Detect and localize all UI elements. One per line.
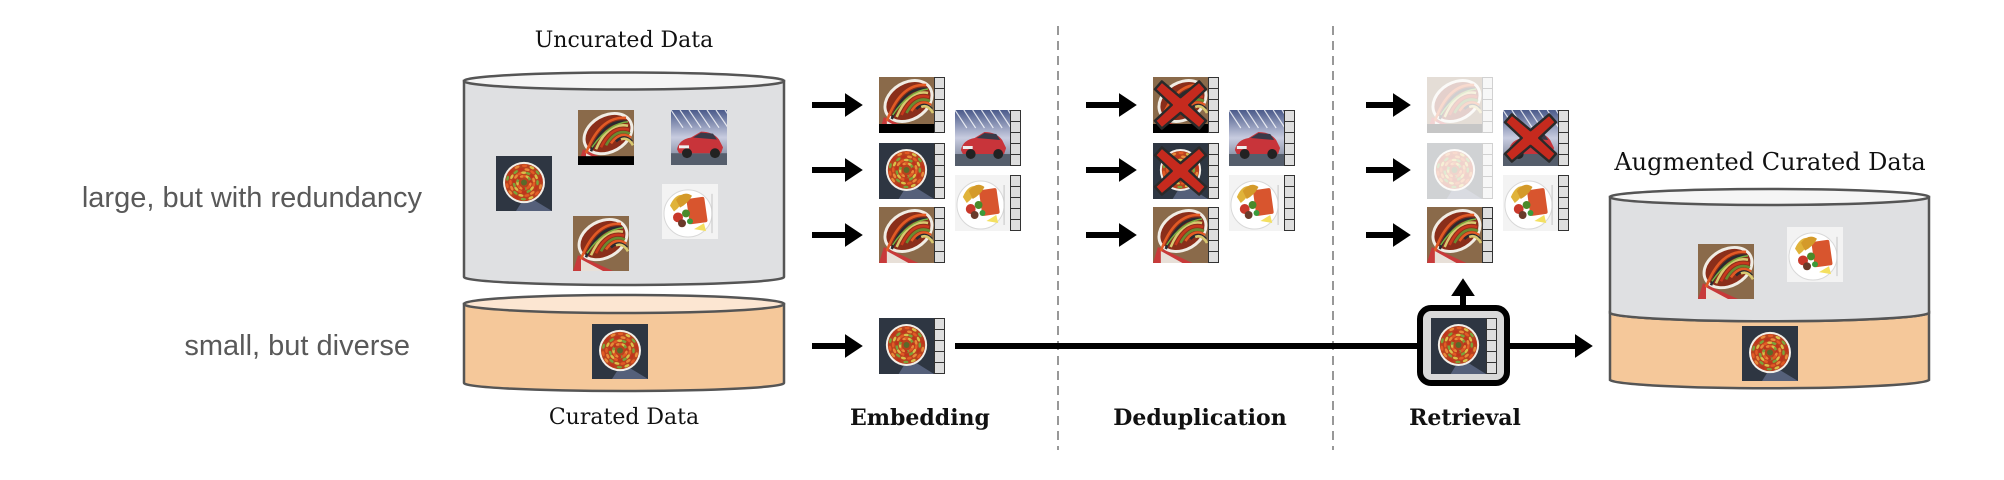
red-x-icon [1153, 80, 1208, 130]
augmented-curated-data-label: Augmented Curated Data [1614, 148, 1926, 176]
ratatouille-round-pie-image [592, 324, 648, 379]
embedding-card [879, 207, 945, 263]
red-x-icon [1153, 146, 1208, 196]
red-x-icon [1503, 113, 1558, 163]
embedding-vector-strip [1010, 110, 1021, 166]
row-label-curated: small, but diverse [184, 330, 410, 362]
embedding-card [1427, 143, 1493, 199]
embedding-card [879, 77, 945, 133]
ratatouille-oval-dish-image [1427, 207, 1482, 263]
embedding-card [1153, 143, 1219, 199]
car-image [1229, 110, 1284, 166]
car-image [671, 110, 727, 165]
embedding-vector-strip [1284, 110, 1295, 166]
embedding-card [879, 318, 945, 374]
embedding-vector-strip [1558, 175, 1569, 231]
embedding-vector-strip [1208, 207, 1219, 263]
embedding-card [879, 143, 945, 199]
embedding-vector-strip [1482, 77, 1493, 133]
ratatouille-oval-dish-image [1427, 77, 1482, 133]
ratatouille-oval-dish-image [879, 77, 934, 133]
car-image [955, 110, 1010, 166]
ratatouille-round-pie-image [1742, 326, 1798, 381]
embedding-card [1431, 318, 1497, 374]
embedding-card [1503, 175, 1569, 231]
food-plate-image [1503, 175, 1558, 231]
embedding-vector-strip [1482, 143, 1493, 199]
embedding-card [1503, 110, 1569, 166]
embedding-vector-strip [934, 77, 945, 133]
ratatouille-oval-dish-image [1153, 207, 1208, 263]
stage-label-deduplication: Deduplication [1113, 405, 1287, 431]
stage-label-embedding: Embedding [850, 405, 990, 431]
ratatouille-round-pie-image [1427, 143, 1482, 199]
embedding-vector-strip [1482, 207, 1493, 263]
ratatouille-oval-dish-image [573, 216, 629, 271]
embedding-card [1427, 207, 1493, 263]
embedding-vector-strip [1284, 175, 1295, 231]
embedding-card [955, 110, 1021, 166]
embedding-vector-strip [934, 143, 945, 199]
food-plate-image [1229, 175, 1284, 231]
food-plate-image [662, 184, 718, 239]
embedding-card [1229, 110, 1295, 166]
row-label-uncurated: large, but with redundancy [81, 182, 422, 214]
embedding-card [1427, 77, 1493, 133]
augmented-database-cylinder [1608, 187, 1931, 390]
ratatouille-round-pie-image [879, 143, 934, 199]
embedding-vector-strip [934, 318, 945, 374]
stage-label-retrieval: Retrieval [1409, 405, 1521, 431]
embedding-vector-strip [1208, 77, 1219, 133]
embedding-vector-strip [1486, 318, 1497, 374]
ratatouille-round-pie-image [496, 156, 552, 211]
embedding-card [1153, 207, 1219, 263]
embedding-card [1229, 175, 1295, 231]
curated-data-label: Curated Data [548, 405, 700, 430]
ratatouille-round-pie-image [879, 318, 934, 374]
embedding-card [955, 175, 1021, 231]
embedding-card [1153, 77, 1219, 133]
embedding-vector-strip [934, 207, 945, 263]
ratatouille-oval-dish-image [879, 207, 934, 263]
embedding-vector-strip [1208, 143, 1219, 199]
ratatouille-round-pie-image [1431, 318, 1486, 374]
ratatouille-oval-dish-image [1698, 244, 1754, 299]
embedding-vector-strip [1010, 175, 1021, 231]
uncurated-data-label: Uncurated Data [534, 28, 714, 53]
food-plate-image [1787, 227, 1843, 282]
ratatouille-oval-dish-image [578, 110, 634, 165]
embedding-vector-strip [1558, 110, 1569, 166]
food-plate-image [955, 175, 1010, 231]
